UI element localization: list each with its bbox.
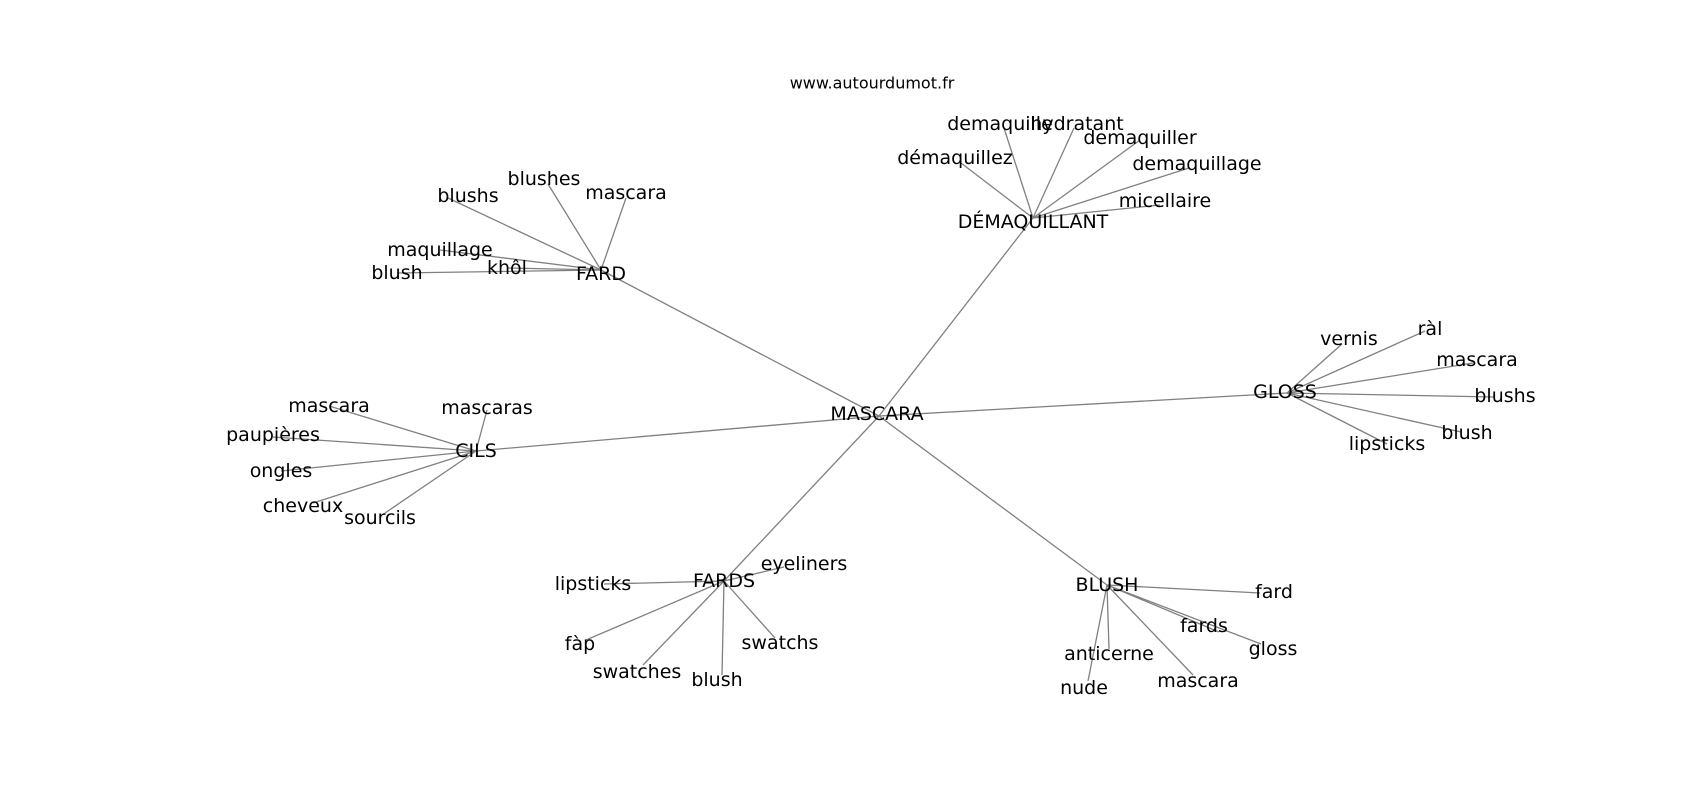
edge-hub-to-leaf [1286,343,1343,394]
edge-hub-to-leaf [439,249,602,271]
edge-center-to-fard [600,269,880,417]
site-url[interactable]: www.autourdumot.fr [790,74,955,93]
leaf-node-label[interactable]: vernis [1320,328,1378,350]
leaf-node-label[interactable]: blush [371,262,422,284]
leaf-node-label[interactable]: hydratant [1030,113,1123,135]
leaf-node-label[interactable]: demaquillage [1132,153,1261,175]
hub-node-label[interactable]: FARD [576,263,626,285]
leaf-node-label[interactable]: fard [1255,581,1293,603]
edge-hub-to-leaf [960,162,1034,219]
leaf-node-label[interactable]: mascara [1157,670,1239,692]
edge-center-to-cils [475,415,880,452]
edge-center-to-fards [723,415,880,582]
leaf-node-label[interactable]: anticerne [1064,643,1154,665]
edge-hub-to-leaf [384,450,477,514]
edge-hub-to-leaf [1032,127,1075,219]
edge-hub-to-leaf [396,269,602,274]
leaf-node-label[interactable]: lipsticks [555,573,632,595]
edge-center-to-gloss [878,392,1288,417]
edge-hub-to-leaf [723,566,785,582]
leaf-node-label[interactable]: demaquiller [1083,127,1197,149]
edge-hub-to-leaf [1087,584,1108,682]
leaf-node-label[interactable]: eyeliners [761,553,848,575]
edge-hub-to-leaf [600,197,627,271]
leaf-node-label[interactable]: khôl [487,257,527,279]
hub-node-label[interactable]: BLUSH [1076,574,1139,596]
leaf-node-label[interactable]: nude [1060,677,1108,699]
leaf-node-label[interactable]: mascara [288,395,370,417]
leaf-node-label[interactable]: demaquille [947,113,1053,135]
leaf-node-label[interactable]: ongles [250,460,313,482]
leaf-node-label[interactable]: blush [691,669,742,691]
center-node-label[interactable]: MASCARA [830,403,923,425]
leaf-node-label[interactable]: paupières [226,424,320,446]
graph-edges [272,127,1495,682]
hub-node-label[interactable]: CILS [455,440,497,462]
edge-hub-to-leaf [603,580,725,585]
leaf-node-label[interactable]: blushes [508,168,581,190]
leaf-node-label[interactable]: ràl [1418,318,1443,340]
edge-hub-to-leaf [1003,127,1034,219]
edge-hub-to-leaf [1286,392,1388,445]
edge-center-to-blush [878,415,1108,586]
edge-hub-to-leaf [272,436,477,452]
leaf-node-label[interactable]: blushs [1474,385,1535,407]
leaf-node-label[interactable]: swatchs [742,632,819,654]
edge-hub-to-leaf [1286,392,1495,398]
leaf-node-label[interactable]: fàp [565,633,595,655]
leaf-node-label[interactable]: fards [1180,615,1228,637]
leaf-node-label[interactable]: cheveux [263,495,343,517]
leaf-node-label[interactable]: micellaire [1119,190,1212,212]
edge-hub-to-leaf [328,405,477,452]
edge-hub-to-leaf [312,450,477,504]
edge-hub-to-leaf [547,183,602,271]
leaf-node-label[interactable]: blush [1441,422,1492,444]
leaf-node-label[interactable]: sourcils [344,507,416,529]
hub-node-label[interactable]: GLOSS [1253,381,1317,403]
edge-hub-to-leaf [721,580,725,676]
edge-hub-to-leaf [585,580,725,641]
leaf-node-label[interactable]: swatches [593,661,682,683]
leaf-node-label[interactable]: maquillage [387,239,492,261]
leaf-node-label[interactable]: mascara [585,182,667,204]
edge-hub-to-leaf [1032,139,1141,219]
edge-hub-to-leaf [1106,584,1261,594]
edge-hub-to-leaf [642,580,725,666]
hub-node-label[interactable]: FARDS [693,570,755,592]
graph-labels: www.autourdumot.fr MASCARA FARD blushs blu… [226,74,1536,700]
hub-node-label[interactable]: DÉMAQUILLANT [958,210,1109,233]
edge-hub-to-leaf [1106,584,1194,676]
edge-hub-to-leaf [723,580,776,639]
leaf-node-label[interactable]: mascaras [441,397,533,419]
edge-hub-to-leaf [1286,330,1426,394]
leaf-node-label[interactable]: démaquillez [897,147,1013,169]
leaf-node-label[interactable]: gloss [1249,638,1298,660]
edge-hub-to-leaf [475,409,488,452]
leaf-node-label[interactable]: mascara [1436,349,1518,371]
edge-hub-to-leaf [1106,584,1110,650]
edge-hub-to-leaf [447,197,602,271]
edge-hub-to-leaf [280,450,477,472]
edge-hub-to-leaf [1032,204,1161,219]
leaf-node-label[interactable]: lipsticks [1349,433,1426,455]
edge-hub-to-leaf [1286,362,1474,394]
edge-hub-to-leaf [1106,584,1262,645]
edge-hub-to-leaf [1286,392,1462,433]
leaf-node-label[interactable]: blushs [437,185,498,207]
edge-hub-to-leaf [1032,167,1190,219]
edge-center-to-démaquillant [878,217,1034,417]
